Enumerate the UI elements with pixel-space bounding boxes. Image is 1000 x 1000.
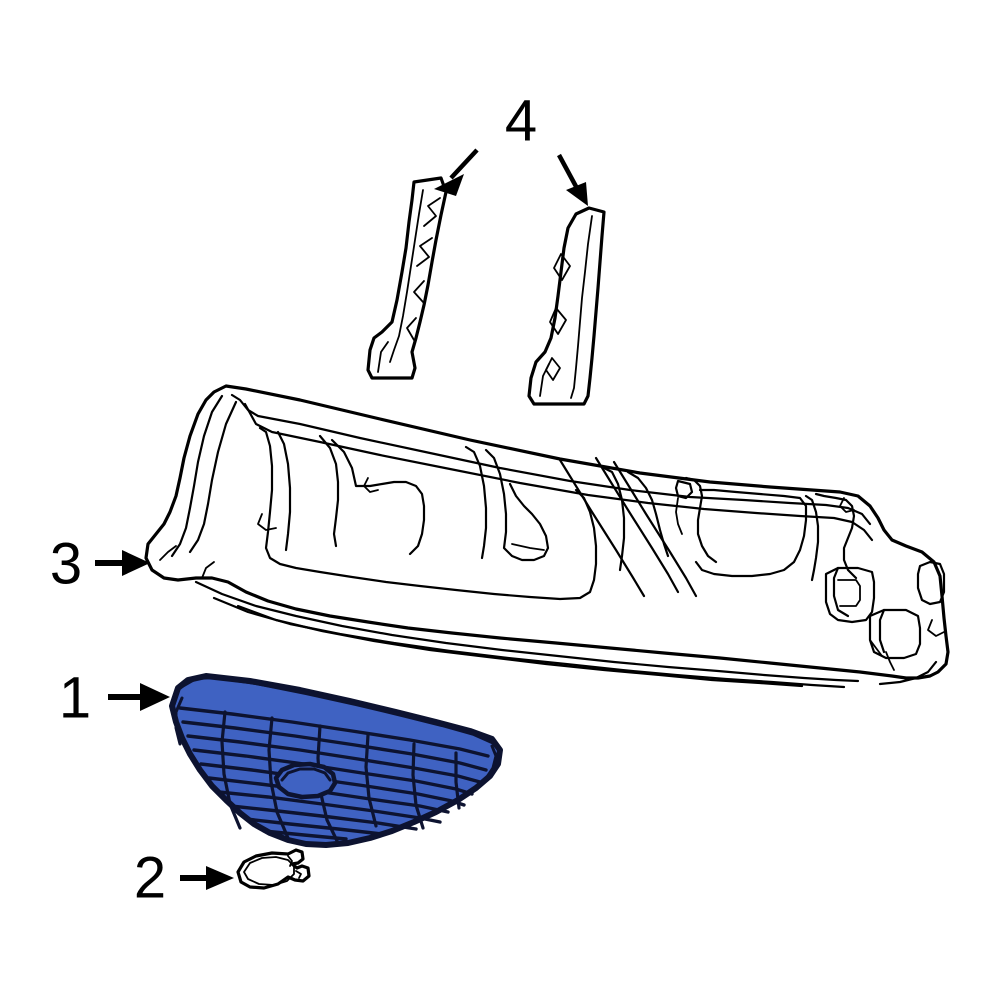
part-1-grille[interactable] [169,673,503,848]
callout-label-4: 4 [505,88,537,153]
callout-label-2: 2 [134,845,166,910]
grille-horizontal-slats [178,706,490,841]
part-3-radiator-support[interactable] [144,384,950,689]
callout-label-1: 1 [59,665,91,730]
part-2-callout-arrow [180,866,234,890]
part-4-right-bracket[interactable] [527,206,606,406]
part-2-emblem-badge[interactable] [236,848,311,890]
grille-center-emblem-recess [273,761,338,800]
part-1-callout-arrow [108,683,170,711]
part-4-callout-arrow-right [557,153,588,206]
grille-vertical-ribs [220,710,461,845]
callout-label-3: 3 [50,531,82,596]
part-4-left-bracket[interactable] [366,176,448,380]
part-4-callout-arrow-left [434,148,479,196]
part-3-callout-arrow [95,550,150,576]
